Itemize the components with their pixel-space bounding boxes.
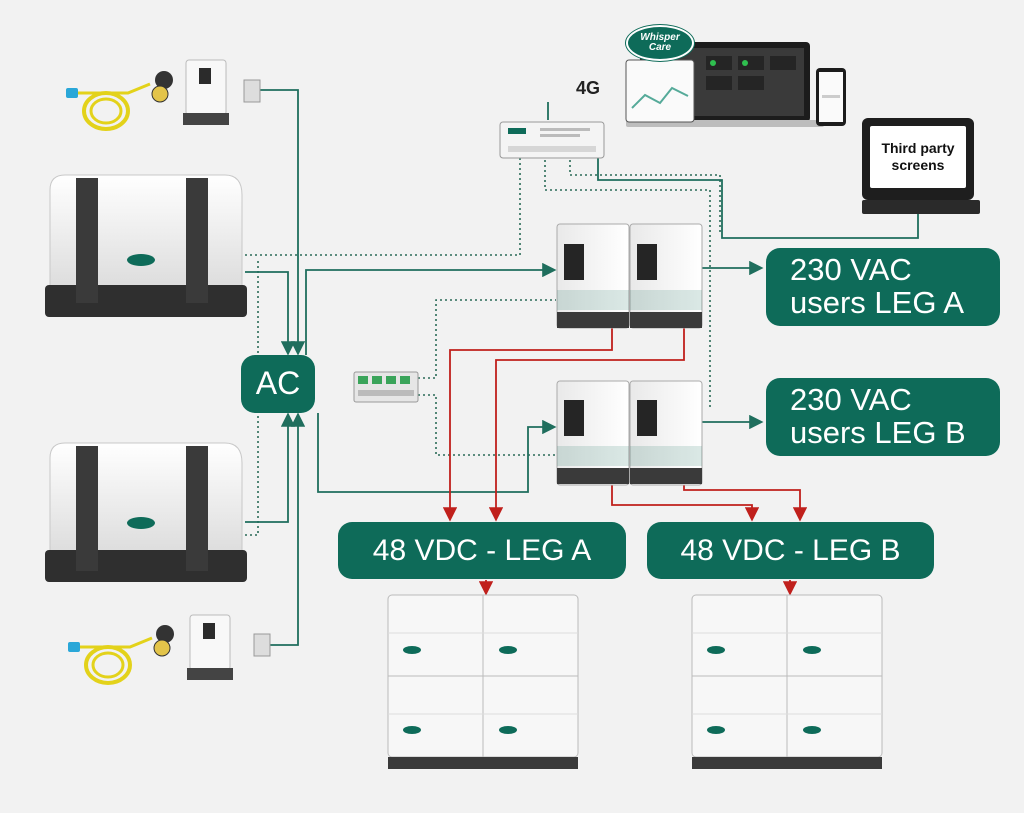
digital-switching-module-icon xyxy=(353,371,419,403)
vdc-leg-b-label: 48 VDC - LEG B xyxy=(647,522,934,579)
lithium-battery-icon xyxy=(387,594,579,769)
shore-breaker-icon xyxy=(243,79,261,103)
screen-line-2: screens xyxy=(891,157,945,173)
inverter-charger-icon xyxy=(629,380,703,486)
screen-stand xyxy=(862,200,980,214)
vac-leg-b-line-2: users LEG B xyxy=(790,415,966,450)
network-label: 4G xyxy=(576,78,601,98)
inverter-charger-icon xyxy=(629,223,703,329)
vac-leg-b-label: 230 VAC users LEG B xyxy=(766,378,1000,456)
vac-leg-a-label: 230 VAC users LEG A xyxy=(766,248,1000,326)
vac-leg-a-line-1: 230 VAC xyxy=(790,252,912,288)
shore-power-cable-icon xyxy=(68,636,153,685)
shore-power-cable-icon xyxy=(66,82,151,131)
phone-icon xyxy=(816,68,846,126)
ac-bus-label: AC xyxy=(241,355,315,413)
inverter-charger-icon xyxy=(556,223,630,329)
lithium-battery-icon xyxy=(691,594,883,769)
logo-line-1: Whisper xyxy=(640,32,680,43)
data-wires xyxy=(245,148,721,536)
laptop-icon xyxy=(625,42,824,127)
generator-icon xyxy=(45,442,247,582)
whisper-care-logo: Whisper Care xyxy=(626,25,694,61)
vac-leg-b-line-1: 230 VAC xyxy=(790,382,912,418)
vac-leg-a-line-2: users LEG A xyxy=(790,285,965,320)
ac-wires xyxy=(245,89,919,646)
generator-icon xyxy=(45,174,247,317)
shore-breaker-icon xyxy=(253,633,271,657)
third-party-screen: Third party screens xyxy=(862,118,974,200)
shore-inlet-icon xyxy=(153,625,174,657)
shore-inlet-icon xyxy=(151,71,173,103)
vdc-leg-a-label: 48 VDC - LEG A xyxy=(338,522,626,579)
inverter-charger-icon xyxy=(556,380,630,486)
connect-hub-icon xyxy=(499,121,605,159)
logo-line-2: Care xyxy=(648,42,672,53)
isolation-transformer-icon xyxy=(183,59,229,125)
screen-line-1: Third party xyxy=(881,139,955,156)
isolation-transformer-icon xyxy=(187,614,233,680)
